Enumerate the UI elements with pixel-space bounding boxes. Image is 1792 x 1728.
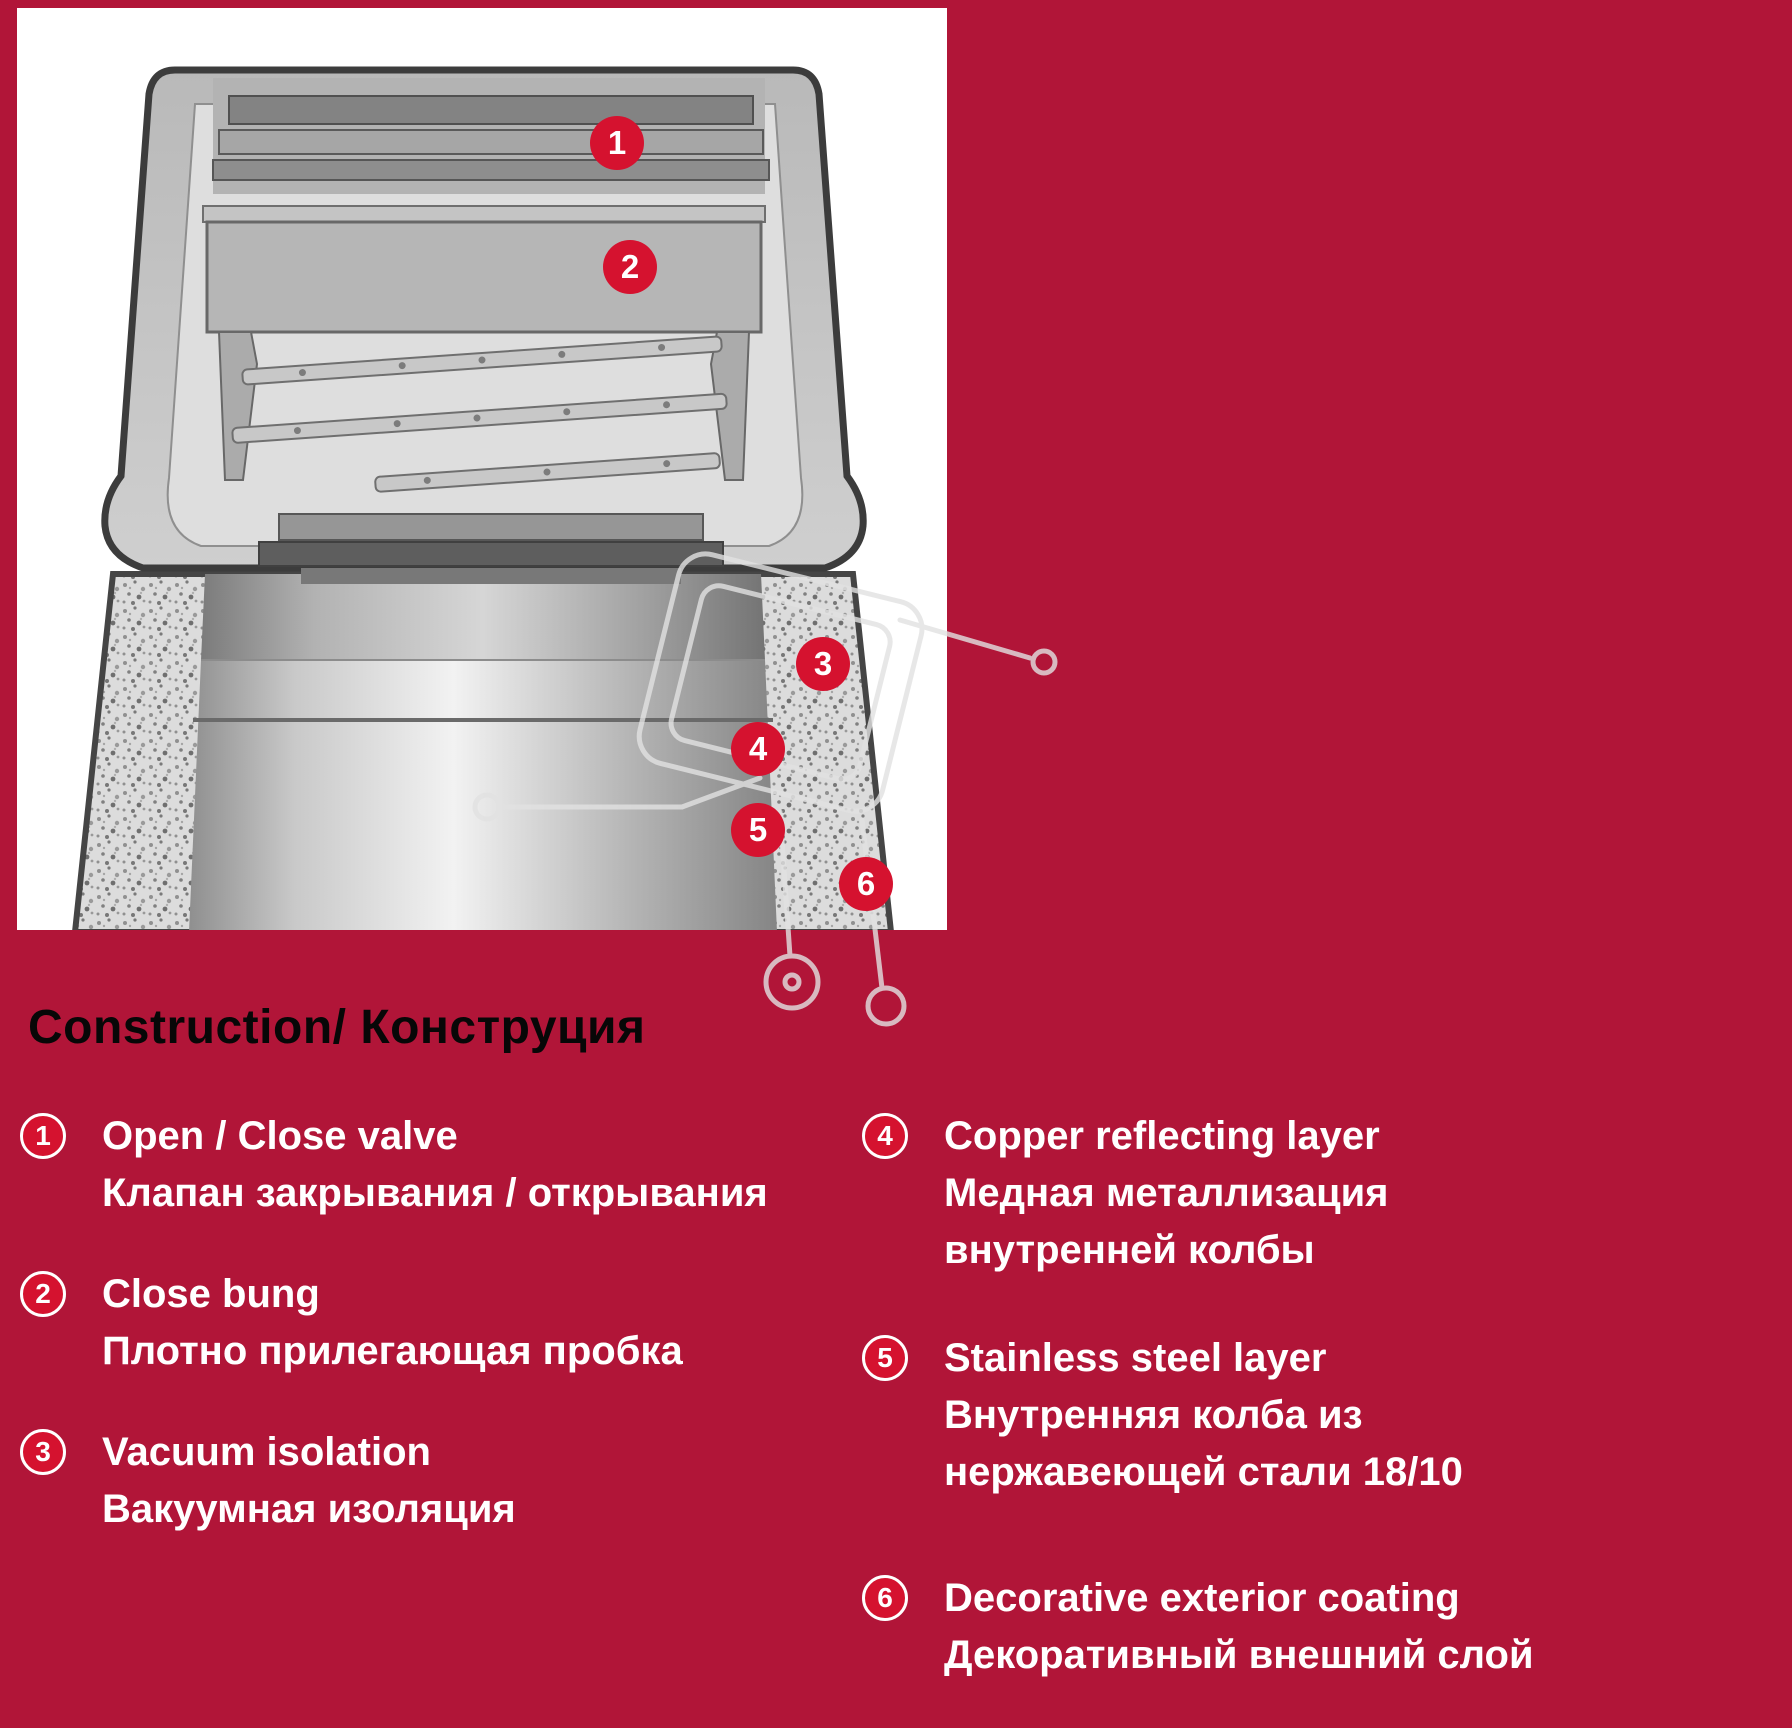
- legend-number-badge-4: 4: [862, 1113, 908, 1159]
- legend-item-1: 1 Open / Close valve Клапан закрывания /…: [20, 1108, 768, 1222]
- legend-item-5: 5 Stainless steel layer Внутренняя колба…: [862, 1330, 1463, 1501]
- legend-label-en: Copper reflecting layer: [944, 1114, 1380, 1158]
- legend-item-4: 4 Copper reflecting layer Медная металли…: [862, 1108, 1389, 1279]
- valve-spring-bar: [241, 335, 723, 386]
- legend-number-badge-5: 5: [862, 1335, 908, 1381]
- diagram-callout-6: 6: [839, 857, 893, 911]
- legend-item-6: 6 Decorative exterior coating Декоративн…: [862, 1570, 1534, 1684]
- legend-number-badge-2: 2: [20, 1271, 66, 1317]
- diagram-callout-3: 3: [796, 637, 850, 691]
- legend-label-ru: Внутренняя колба из: [944, 1393, 1363, 1437]
- legend-label-en: Vacuum isolation: [102, 1430, 431, 1474]
- inner-flask: [189, 660, 777, 930]
- legend-number-badge-3: 3: [20, 1429, 66, 1475]
- valve-spring-bar: [374, 452, 721, 493]
- diagram-callout-4: 4: [731, 722, 785, 776]
- valve-slat: [212, 159, 770, 181]
- close-bung: [205, 220, 763, 334]
- legend-label-ru: Медная металлизация: [944, 1171, 1389, 1215]
- legend-label-en: Open / Close valve: [102, 1114, 458, 1158]
- diagram-callout-1: 1: [590, 116, 644, 170]
- valve-slat: [218, 129, 764, 155]
- valve-slat: [228, 95, 754, 125]
- legend-number-badge-1: 1: [20, 1113, 66, 1159]
- lid-assembly: [101, 66, 867, 584]
- page-title: Construction/ Конструция: [28, 1001, 646, 1054]
- valve-spring-bar: [231, 392, 728, 444]
- legend-item-2: 2 Close bung Плотно прилегающая пробка: [20, 1266, 683, 1380]
- legend-label-ru: нержавеющей стали 18/10: [944, 1450, 1463, 1494]
- diagram-panel: 1 2 3 4 5 6: [17, 8, 947, 930]
- thermos-cross-section-diagram: [72, 66, 894, 930]
- legend-label-ru: Вакуумная изоляция: [102, 1487, 516, 1531]
- legend-item-3: 3 Vacuum isolation Вакуумная изоляция: [20, 1424, 516, 1538]
- diagram-callout-2: 2: [603, 240, 657, 294]
- legend-label-ru: Плотно прилегающая пробка: [102, 1329, 683, 1373]
- legend-number-badge-6: 6: [862, 1575, 908, 1621]
- legend-label-ru: внутренней колбы: [944, 1228, 1315, 1272]
- diagram-callout-5: 5: [731, 803, 785, 857]
- legend-label-ru: Декоративный внешний слой: [944, 1633, 1534, 1677]
- flask-shoulder: [201, 574, 765, 660]
- legend-label-ru: Клапан закрывания / открывания: [102, 1171, 768, 1215]
- legend-label-en: Stainless steel layer: [944, 1336, 1327, 1380]
- legend-label-en: Decorative exterior coating: [944, 1576, 1460, 1620]
- legend-label-en: Close bung: [102, 1272, 320, 1316]
